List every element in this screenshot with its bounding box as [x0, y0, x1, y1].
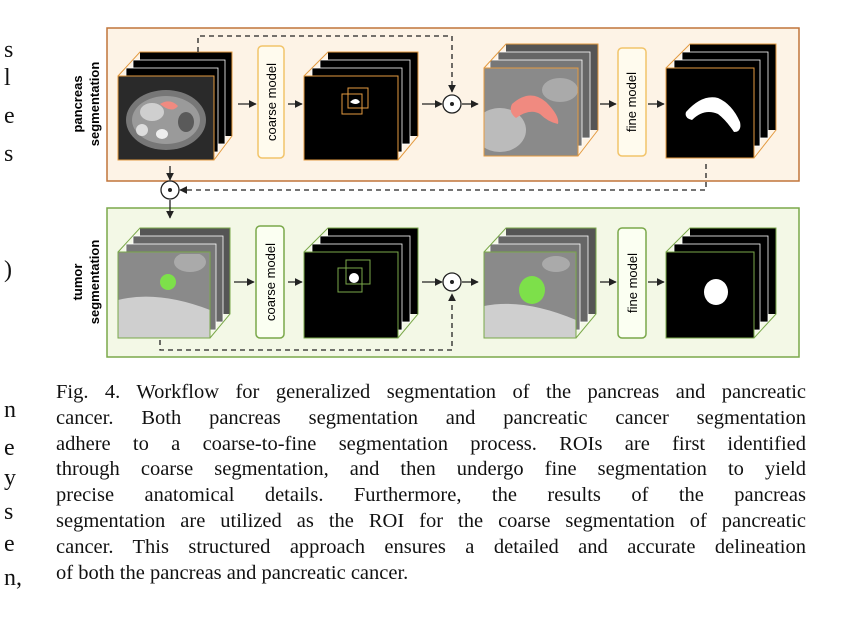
- caption-line: Fig. 4. Workflow for generalized segment…: [56, 381, 806, 403]
- caption-line: of both the pancreas and pancreatic canc…: [56, 561, 409, 584]
- fine-model-box-top: fine model: [617, 47, 647, 157]
- ct-roi-stack-bottom: [117, 227, 231, 339]
- fine-output-stack-bottom: [665, 227, 777, 339]
- left-margin-text: s l e s ) n e y s e n,: [0, 0, 30, 632]
- coarse-output-stack-bottom: [303, 227, 419, 339]
- coarse-model-box-bottom: coarse model: [255, 225, 285, 339]
- margin-fragment: s: [4, 37, 14, 63]
- coarse-model-label-bottom: coarse model: [263, 243, 278, 321]
- pancreas-label-line1: pancreas: [70, 75, 85, 132]
- coarse-model-label: coarse model: [264, 63, 279, 141]
- caption-line: precise anatomical details. Furthermore,…: [56, 484, 806, 507]
- margin-fragment: ): [4, 257, 12, 283]
- ct-input-stack: [117, 51, 233, 161]
- margin-fragment: l: [4, 65, 11, 91]
- tumor-label-line1: tumor: [70, 264, 85, 301]
- margin-fragment: y: [4, 465, 16, 491]
- caption-line: through coarse segmentation, and then un…: [56, 458, 806, 481]
- fine-output-stack-top: [665, 43, 777, 159]
- caption-line: segmentation are utilized as the ROI for…: [56, 509, 806, 532]
- fine-model-label: fine model: [624, 72, 639, 132]
- margin-fragment: e: [4, 103, 15, 129]
- caption-line: cancer. Both pancreas segmentation and p…: [56, 406, 806, 429]
- margin-fragment: n: [4, 397, 16, 423]
- coarse-output-stack-top: [303, 51, 419, 161]
- tumor-label-line2: segmentation: [87, 240, 102, 325]
- coarse-model-box-top: coarse model: [257, 45, 285, 159]
- caption-line: cancer. This structured approach ensures…: [56, 535, 806, 558]
- margin-fragment: s: [4, 141, 14, 167]
- cropped-roi-stack-bottom: [483, 227, 597, 339]
- figure-caption: Fig. 4. Workflow for generalized segment…: [56, 380, 806, 586]
- caption-line: adhere to a coarse-to-fine segmentation …: [56, 432, 806, 455]
- margin-fragment: n,: [4, 565, 22, 591]
- fine-model-label-bottom: fine model: [625, 253, 640, 313]
- workflow-figure: pancreas segmentation tumor segmentation…: [70, 27, 800, 358]
- margin-fragment: s: [4, 499, 14, 525]
- margin-fragment: e: [4, 531, 15, 557]
- cropped-roi-stack-top: [483, 43, 599, 157]
- fine-model-box-bottom: fine model: [617, 227, 647, 339]
- margin-fragment: e: [4, 435, 15, 461]
- pancreas-label-line2: segmentation: [87, 62, 102, 147]
